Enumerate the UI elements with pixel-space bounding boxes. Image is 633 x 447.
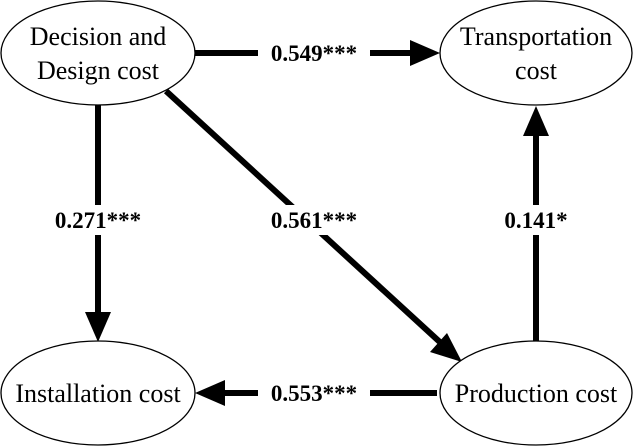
edge-production-to-transport-arrowhead: [523, 106, 549, 136]
edge-decision-to-installation-arrowhead: [85, 312, 111, 342]
node-installation-cost-label: Installation cost: [15, 379, 181, 408]
edge-decision-to-production-arrowhead: [430, 333, 462, 362]
node-production-cost: Production cost: [439, 340, 633, 446]
edge-decision-to-production: 0.561***: [163, 88, 462, 362]
edge-decision-to-transport-arrowhead: [410, 40, 440, 66]
node-production-cost-label: Production cost: [455, 379, 618, 408]
node-installation-cost-ellipse: [0, 340, 196, 446]
node-transportation-cost-label-line1: Transportation: [460, 22, 612, 51]
edge-decision-to-installation-label-bg: [42, 205, 154, 235]
edge-decision-to-transport-label-bg: [258, 38, 370, 68]
edge-decision-to-installation: 0.271***: [42, 100, 154, 342]
node-production-cost-ellipse: [439, 340, 633, 446]
edge-production-to-transport-label-bg: [495, 205, 577, 235]
node-decision-and-design-cost: Decision and Design cost: [0, 0, 196, 106]
node-transportation-cost: Transportation cost: [439, 0, 633, 106]
node-decision-and-design-cost-label-line2: Design cost: [37, 56, 160, 85]
edge-decision-to-production-label-bg: [258, 205, 370, 235]
node-transportation-cost-ellipse: [439, 0, 633, 106]
edge-decision-to-production-coefficient: 0.561***: [271, 208, 357, 233]
edge-decision-to-installation-coefficient: 0.271***: [55, 208, 141, 233]
node-transportation-cost-label-line2: cost: [515, 56, 558, 85]
node-decision-and-design-cost-ellipse: [0, 0, 196, 106]
edge-production-to-installation-label-bg: [258, 378, 370, 408]
node-decision-and-design-cost-label-line1: Decision and: [30, 22, 166, 51]
node-installation-cost: Installation cost: [0, 340, 196, 446]
edge-production-to-installation-arrowhead: [195, 380, 225, 406]
edge-production-to-installation-coefficient: 0.553***: [271, 381, 357, 406]
edge-decision-to-transport: 0.549***: [195, 38, 440, 68]
edge-production-to-installation: 0.553***: [195, 378, 437, 408]
edge-decision-to-transport-coefficient: 0.549***: [271, 41, 357, 66]
edge-production-to-transport: 0.141*: [495, 106, 577, 345]
edge-production-to-transport-coefficient: 0.141*: [504, 208, 567, 233]
